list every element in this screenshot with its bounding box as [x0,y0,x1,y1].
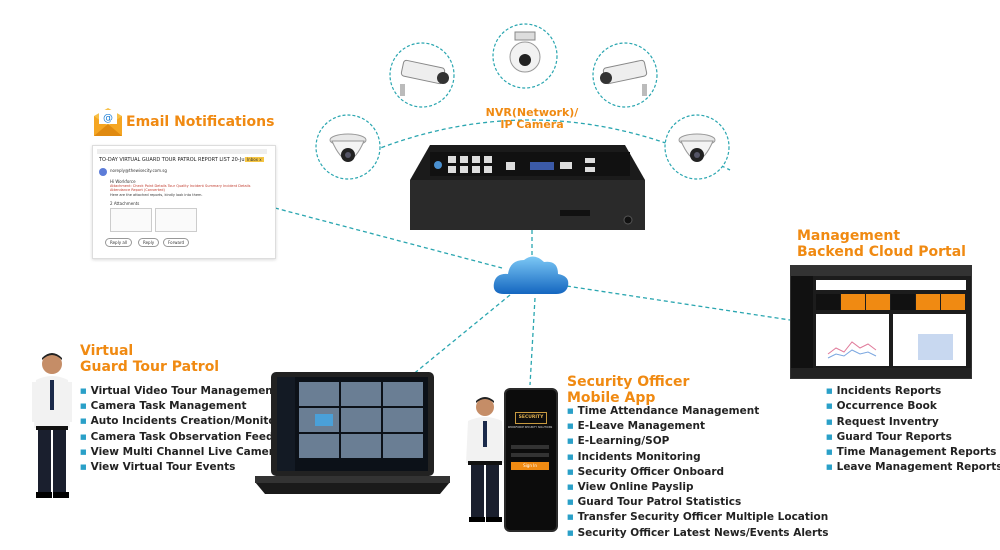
list-item: Virtual Video Tour Management [80,384,301,399]
svg-text:@: @ [103,113,113,124]
security-guard-figure [32,353,72,498]
reply-button[interactable]: Reply [138,238,160,247]
app-input[interactable] [511,453,549,457]
management-title-line2: Backend Cloud Portal [797,244,966,260]
portal-bar [918,334,953,360]
list-item: Auto Incidents Creation/Monitoring [80,414,301,429]
management-list: Incidents Reports Occurrence Book Reques… [826,384,1000,476]
list-item: Time Attendance Management [567,404,829,419]
app-brand: SECURITY [515,412,547,424]
mobile-list: Time Attendance Management E-Leave Manag… [567,404,829,541]
portal-chart-line [816,314,889,366]
dome-camera-icon [678,133,716,162]
line-mobile [529,297,536,386]
list-item: E-Learning/SOP [567,434,829,449]
list-item: Guard Tour Reports [826,430,1000,445]
email-toolbar [97,149,267,154]
bullet-camera-icon [400,59,449,96]
list-item: Security Officer Onboard [567,465,829,480]
portal-card [891,294,915,310]
forward-button[interactable]: Forward [163,238,190,247]
email-card: TO-DAY VIRTUAL GUARD TOUR PATROL REPORT … [92,145,276,259]
email-body: Here are the attached reports, kindly lo… [110,193,203,197]
portal-topbar [791,266,971,276]
list-item: View Online Payslip [567,480,829,495]
line-virtual [399,294,511,386]
list-item: View Virtual Tour Events [80,460,301,475]
email-badge: Inbox x [245,157,264,162]
list-item: E-Leave Management [567,419,829,434]
laptop-icon [255,372,450,494]
app-input[interactable] [511,445,549,449]
email-subject: TO-DAY VIRTUAL GUARD TOUR PATROL REPORT … [99,157,261,163]
signin-button[interactable]: Sign In [511,462,549,470]
app-tagline: WORKFORCE SECURITY SOLUTIONS [507,426,553,429]
list-item: Camera Task Observation Feedback [80,430,302,445]
portal-screen [790,265,972,379]
virtual-title: Virtual Guard Tour Patrol [80,343,219,375]
portal-card [816,294,840,310]
nvr-device-icon [410,145,645,230]
email-greeting: Hi Workforce [110,179,136,184]
list-item: Security Officer Latest News/Events Aler… [567,526,829,541]
email-icon: @ [94,108,122,136]
portal-sidebar [791,276,813,368]
nvr-label: NVR(Network)/ IP Camera [477,107,587,131]
portal-header [816,280,966,290]
management-title-line1: Management [797,228,901,244]
list-item: Time Management Reports [826,445,1000,460]
cloud-icon [493,256,569,294]
portal-card [866,294,890,310]
mobile-title-line2: Mobile App [567,390,656,406]
nvr-label-line1: NVR(Network)/ [485,106,579,119]
management-title: Management Backend Cloud Portal [797,228,966,260]
list-item: Camera Task Management [80,399,301,414]
sender-avatar [99,168,107,176]
dome-camera-icon [329,133,367,162]
virtual-title-line1: Virtual [80,343,134,359]
virtual-title-line2: Guard Tour Patrol [80,359,220,375]
email-sender: noreply@thewisecity.com.sg [110,168,167,173]
mobile-title-line1: Security Officer [567,374,690,390]
security-officer-figure [466,397,504,522]
list-item: Request Inventry [826,415,1000,430]
virtual-list: Virtual Video Tour Management Camera Tas… [80,384,302,475]
mobile-title: Security Officer Mobile App [567,374,689,406]
attachments-label: 2 Attachments [110,201,140,206]
email-title: Email Notifications [126,114,275,130]
portal-card [941,294,965,310]
list-item: Incidents Monitoring [567,450,829,465]
nvr-label-line2: IP Camera [500,118,564,131]
attachment-thumb-1[interactable] [110,208,152,232]
list-item: Guard Tour Patrol Statistics [567,495,829,510]
list-item: View Multi Channel Live Camera's [80,445,301,460]
portal-card [841,294,865,310]
line-management [559,284,791,321]
phone-screen: SECURITY WORKFORCE SECURITY SOLUTIONS Si… [504,388,558,532]
list-item: Occurrence Book [826,399,1000,414]
list-item: Leave Management Reports [826,460,1000,475]
email-body-red: Attachment: Check Point Details Tour Qua… [110,184,251,192]
portal-card [916,294,940,310]
portal-chart-bar [893,314,966,366]
ptz-camera-icon [509,31,541,73]
attachment-thumb-2[interactable] [155,208,197,232]
reply-all-button[interactable]: Reply all [105,238,133,247]
bullet-camera-icon [600,59,648,96]
list-item: Incidents Reports [826,384,1000,399]
portal-taskbar [791,368,971,378]
list-item: Transfer Security Officer Multiple Locat… [567,510,829,525]
